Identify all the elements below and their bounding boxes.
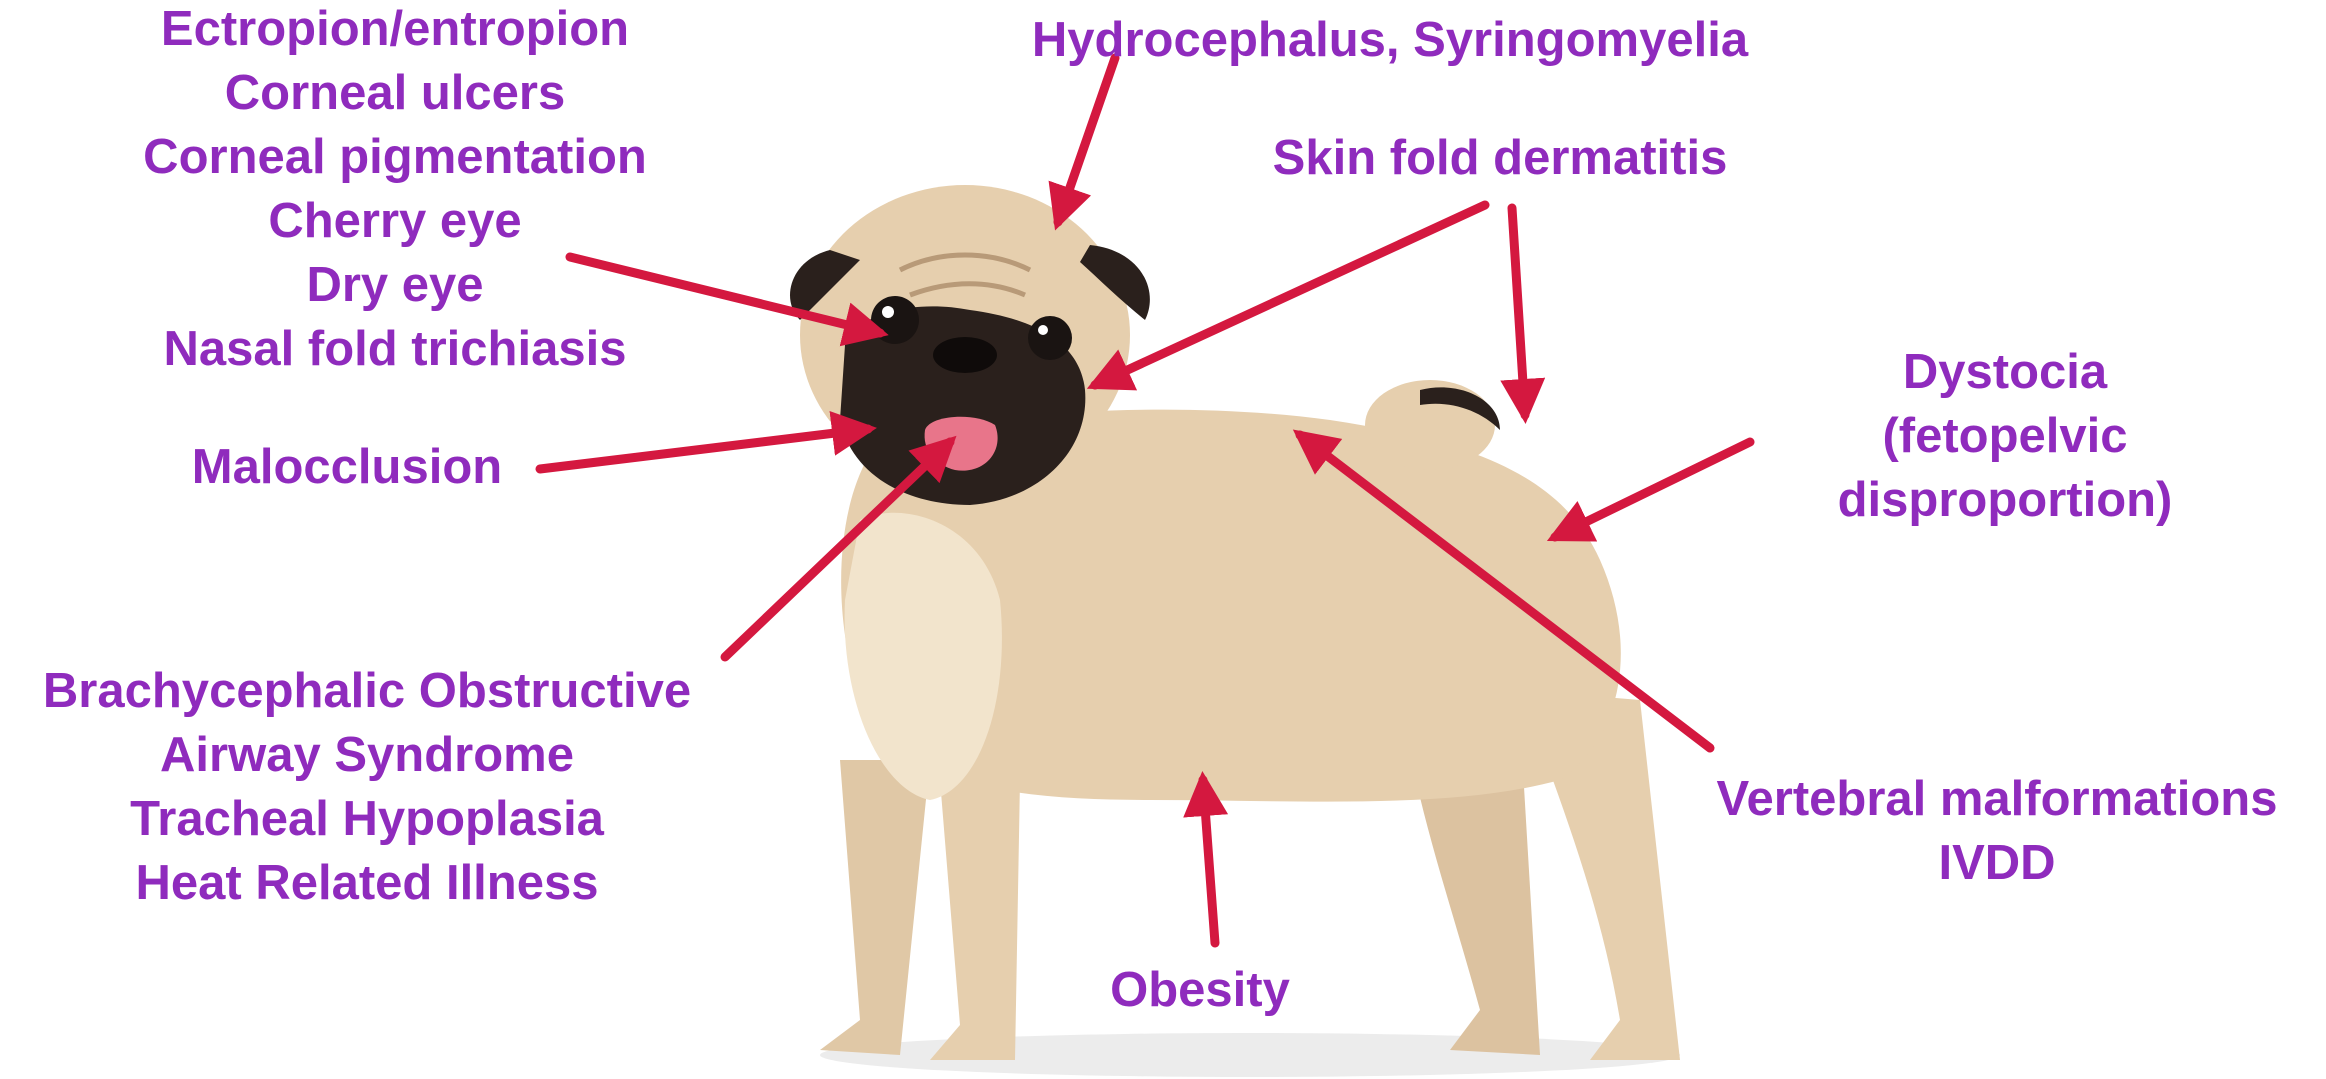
dystocia-line-1: Dystocia xyxy=(1838,340,2173,404)
label-dystocia: Dystocia (fetopelvic disproportion) xyxy=(1838,340,2173,532)
label-head-conditions: Hydrocephalus, Syringomyelia xyxy=(1032,8,1748,72)
dystocia-line-2: (fetopelvic xyxy=(1838,404,2173,468)
arrow-dystocia xyxy=(1555,442,1750,537)
airway-condition-4: Heat Related Illness xyxy=(43,851,691,915)
mouth-condition-1: Malocclusion xyxy=(192,435,502,499)
label-airway-conditions: Brachycephalic Obstructive Airway Syndro… xyxy=(43,659,691,915)
left-eye-glint xyxy=(882,306,894,318)
obesity-condition-1: Obesity xyxy=(1110,958,1290,1022)
arrow-head xyxy=(1058,58,1115,222)
label-eye-conditions: Ectropion/entropion Corneal ulcers Corne… xyxy=(143,0,647,381)
eye-condition-3: Corneal pigmentation xyxy=(143,125,647,189)
airway-condition-3: Tracheal Hypoplasia xyxy=(43,787,691,851)
airway-condition-2: Airway Syndrome xyxy=(43,723,691,787)
label-obesity: Obesity xyxy=(1110,958,1290,1022)
right-eye-glint xyxy=(1038,325,1048,335)
arrow-skin-face xyxy=(1095,205,1485,385)
label-spine-conditions: Vertebral malformations IVDD xyxy=(1717,767,2278,895)
arrow-obesity xyxy=(1203,780,1215,943)
dystocia-line-3: disproportion) xyxy=(1838,468,2173,532)
arrow-mouth xyxy=(540,429,868,469)
right-eye xyxy=(1028,316,1072,360)
nose xyxy=(933,337,997,373)
spine-condition-2: IVDD xyxy=(1717,831,2278,895)
spine-condition-1: Vertebral malformations xyxy=(1717,767,2278,831)
airway-condition-1: Brachycephalic Obstructive xyxy=(43,659,691,723)
eye-condition-6: Nasal fold trichiasis xyxy=(143,317,647,381)
arrow-skin-tail xyxy=(1512,208,1525,415)
eye-condition-5: Dry eye xyxy=(143,253,647,317)
skin-condition-1: Skin fold dermatitis xyxy=(1273,126,1728,190)
label-skin-conditions: Skin fold dermatitis xyxy=(1273,126,1728,190)
front-right-leg xyxy=(930,780,1020,1060)
eye-condition-2: Corneal ulcers xyxy=(143,61,647,125)
head-condition-1: Hydrocephalus, Syringomyelia xyxy=(1032,8,1748,72)
front-left-leg xyxy=(820,760,930,1055)
eye-condition-4: Cherry eye xyxy=(143,189,647,253)
eye-condition-1: Ectropion/entropion xyxy=(143,0,647,61)
label-mouth-conditions: Malocclusion xyxy=(192,435,502,499)
